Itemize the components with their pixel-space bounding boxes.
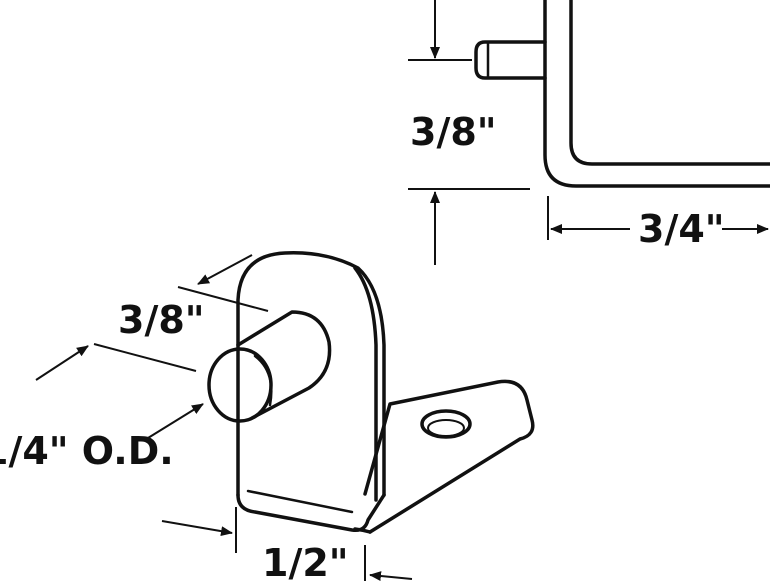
side-height-dimension	[408, 0, 530, 265]
side-view-pin	[474, 40, 547, 80]
mounting-hole-inner	[427, 419, 465, 437]
pin-diameter-label: 1/4" O.D.	[0, 429, 174, 473]
base-width-label: 1/2"	[262, 541, 349, 581]
bracket-bottom-edge	[246, 489, 354, 514]
extension-line-pin-end	[93, 343, 197, 372]
side-view	[474, 0, 770, 188]
base-width-arrow-left	[161, 520, 233, 537]
bracket-upright-bottom	[236, 493, 386, 533]
side-length-dimension	[547, 196, 769, 240]
pin-diameter-dimension	[147, 403, 204, 439]
bracket-base-tab	[363, 379, 535, 534]
pin-cylinder-body	[236, 310, 332, 420]
pin-end-chamfer	[253, 354, 273, 407]
pin-length-label: 3/8"	[118, 298, 205, 342]
perspective-view	[207, 251, 535, 534]
side-view-bracket	[543, 0, 770, 188]
side-length-label: 3/4"	[638, 207, 725, 251]
base-width-arrow-right	[369, 571, 413, 581]
pin-diameter-arrow	[147, 403, 204, 439]
pin-length-arrow-upper	[197, 254, 253, 285]
pin-length-arrow-lower	[35, 345, 89, 381]
bracket-upright-front	[236, 251, 386, 497]
pin-end-face	[207, 347, 273, 423]
base-width-dimension	[161, 507, 413, 581]
extension-line-upright-face	[177, 286, 269, 312]
pin-length-dimension	[35, 254, 269, 381]
side-height-label: 3/8"	[410, 110, 497, 154]
bracket-upright-edge	[353, 266, 378, 502]
